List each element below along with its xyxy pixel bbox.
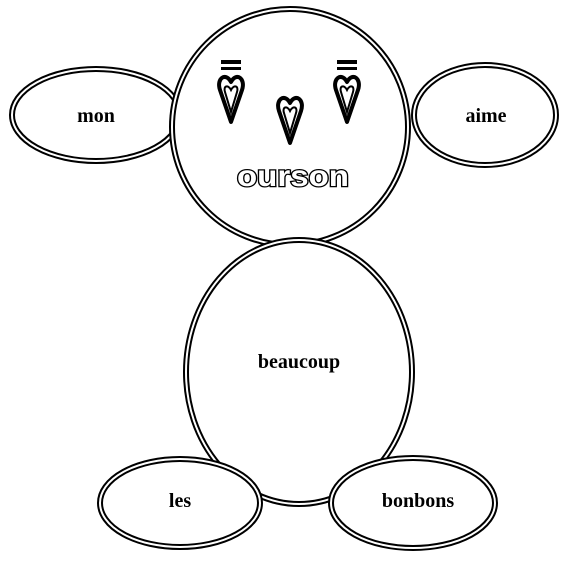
body-word: beaucoup xyxy=(258,351,340,373)
left-arm-word: mon xyxy=(77,105,115,127)
right-foot-word: bonbons xyxy=(382,490,454,512)
left-foot-word: les xyxy=(169,490,191,512)
right-arm-word: aime xyxy=(465,105,506,127)
head-word: ourson xyxy=(237,160,349,193)
